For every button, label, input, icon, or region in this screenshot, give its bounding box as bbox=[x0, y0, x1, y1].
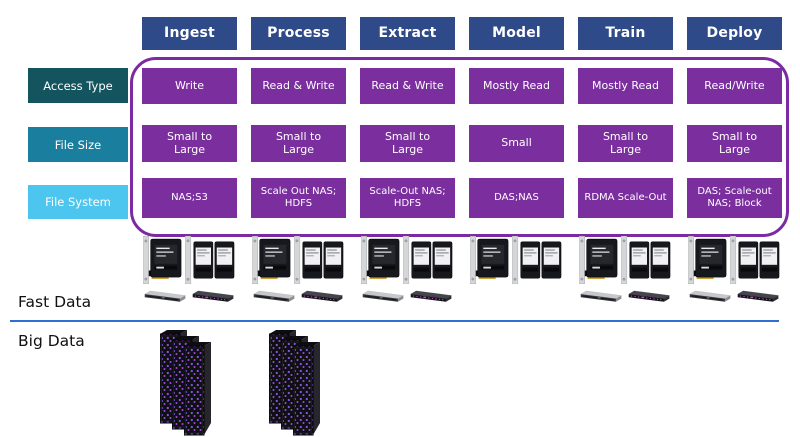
matrix-outline bbox=[130, 57, 789, 237]
file-size-cell-train: Small to Large bbox=[578, 125, 673, 162]
file-system-cell-extract: Scale-Out NAS; HDFS bbox=[360, 178, 455, 218]
stage-header-ingest: Ingest bbox=[142, 17, 237, 50]
stage-header-deploy: Deploy bbox=[687, 17, 782, 50]
ssd-card-pair bbox=[469, 236, 564, 284]
rack-server-silver-icon bbox=[251, 277, 298, 313]
fast-data-servers bbox=[578, 277, 673, 313]
server-rack-towers-icon bbox=[269, 329, 329, 437]
dual-ssd-card-icon bbox=[512, 236, 564, 284]
stage-header-process: Process bbox=[251, 17, 346, 50]
big-data-hardware-row bbox=[142, 329, 782, 437]
access-type-cell-extract: Read & Write bbox=[360, 68, 455, 104]
rack-server-black-icon bbox=[299, 277, 346, 313]
server-rack-towers-icon bbox=[160, 329, 220, 437]
pcie-ssd-card-icon bbox=[470, 236, 510, 284]
stage-header-model: Model bbox=[469, 17, 564, 50]
fast-data-hardware-row bbox=[142, 236, 782, 320]
rack-server-silver-icon bbox=[142, 277, 189, 313]
file-system-cell-ingest: NAS;S3 bbox=[142, 178, 237, 218]
file-system-cell-model: DAS;NAS bbox=[469, 178, 564, 218]
stage-header-row: Ingest Process Extract Model Train Deplo… bbox=[142, 17, 782, 50]
rack-server-silver-icon bbox=[687, 277, 734, 313]
file-size-cell-extract: Small to Large bbox=[360, 125, 455, 162]
fast-big-divider-line bbox=[10, 320, 779, 322]
fast-data-servers bbox=[687, 277, 782, 313]
hardware-cell-extract bbox=[360, 236, 455, 320]
rack-server-black-icon bbox=[408, 277, 455, 313]
hardware-cell-process bbox=[251, 236, 346, 320]
access-type-cell-process: Read & Write bbox=[251, 68, 346, 104]
file-size-row: Small to Large Small to Large Small to L… bbox=[142, 125, 782, 162]
access-type-cell-ingest: Write bbox=[142, 68, 237, 104]
fast-data-servers bbox=[360, 277, 455, 313]
fast-data-label: Fast Data bbox=[18, 293, 92, 311]
hardware-cell-model bbox=[469, 236, 564, 320]
file-system-cell-deploy: DAS; Scale-out NAS; Block bbox=[687, 178, 782, 218]
rack-server-black-icon bbox=[626, 277, 673, 313]
access-type-cell-deploy: Read/Write bbox=[687, 68, 782, 104]
access-type-row: Write Read & Write Read & Write Mostly R… bbox=[142, 68, 782, 104]
stage-header-extract: Extract bbox=[360, 17, 455, 50]
file-size-cell-process: Small to Large bbox=[251, 125, 346, 162]
stage-header-train: Train bbox=[578, 17, 673, 50]
file-size-cell-ingest: Small to Large bbox=[142, 125, 237, 162]
rack-server-black-icon bbox=[735, 277, 782, 313]
file-system-row-label: File System bbox=[28, 185, 128, 219]
access-type-cell-train: Mostly Read bbox=[578, 68, 673, 104]
big-data-racks-ingest bbox=[142, 329, 237, 437]
rack-server-silver-icon bbox=[578, 277, 625, 313]
hardware-cell-train bbox=[578, 236, 673, 320]
file-size-cell-deploy: Small to Large bbox=[687, 125, 782, 162]
big-data-label: Big Data bbox=[18, 332, 85, 350]
file-size-cell-model: Small bbox=[469, 125, 564, 162]
file-system-row: NAS;S3 Scale Out NAS; HDFS Scale-Out NAS… bbox=[142, 178, 782, 218]
access-type-cell-model: Mostly Read bbox=[469, 68, 564, 104]
rack-server-silver-icon bbox=[360, 277, 407, 313]
fast-data-servers bbox=[142, 277, 237, 313]
rack-server-black-icon bbox=[190, 277, 237, 313]
file-size-row-label: File Size bbox=[28, 127, 128, 162]
fast-data-servers bbox=[251, 277, 346, 313]
file-system-cell-train: RDMA Scale-Out bbox=[578, 178, 673, 218]
hardware-cell-deploy bbox=[687, 236, 782, 320]
big-data-racks-process bbox=[251, 329, 346, 437]
access-type-row-label: Access Type bbox=[28, 68, 128, 103]
hardware-cell-ingest bbox=[142, 236, 237, 320]
file-system-cell-process: Scale Out NAS; HDFS bbox=[251, 178, 346, 218]
